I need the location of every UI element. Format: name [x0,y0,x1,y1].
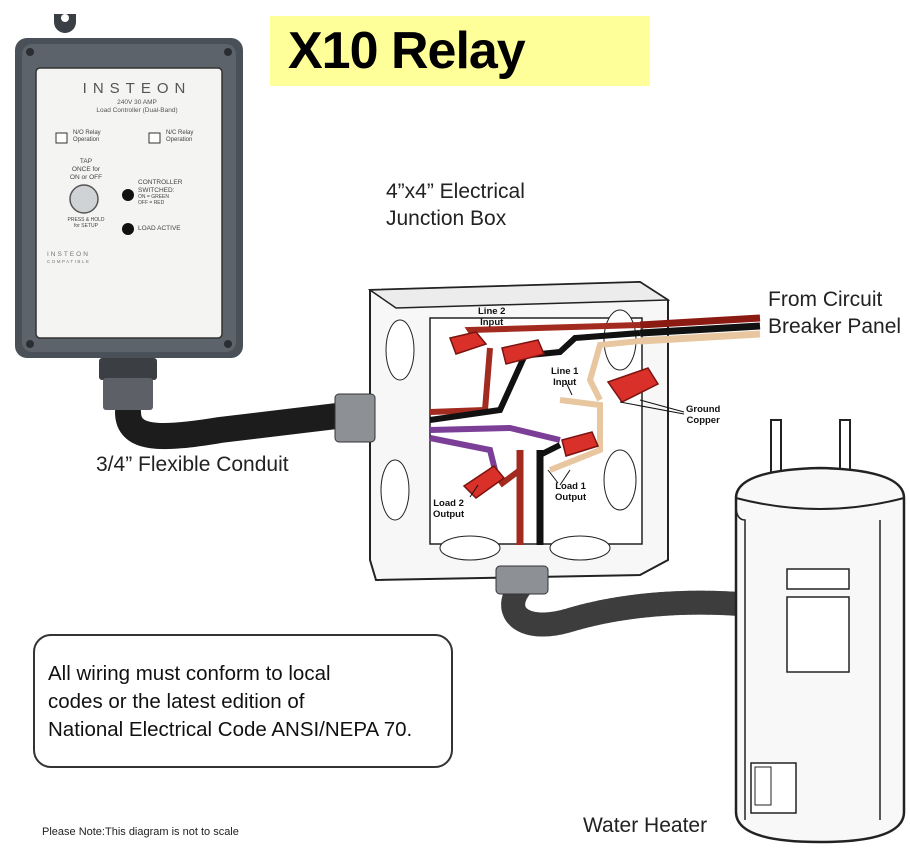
load1-output-tag: Load 1 Output [555,481,586,503]
tag-line: Line 1 [551,366,579,377]
controller-switched-label: CONTROLLER SWITCHED: [138,179,182,195]
water-heater [734,419,906,844]
junction-box-label: 4”x4” Electrical Junction Box [386,178,525,232]
wire-nut-line1 [501,339,546,365]
flexible-conduit-lower [501,573,752,637]
tag-line: Load 2 [433,498,464,509]
ground-copper-tag: Ground Copper [686,404,720,426]
press-hold-instruction: PRESS & HOLD for SETUP [56,217,116,229]
code-note-box: All wiring must conform to local codes o… [33,634,453,768]
relay-line: N/O Relay [73,130,101,136]
switched-color-line: OFF = RED [138,200,165,206]
tap-line: ONCE for [71,166,101,173]
breaker-panel-label: From Circuit Breaker Panel [768,286,901,340]
junction-box-label-line: 4”x4” Electrical [386,180,525,203]
box-wiring [429,314,761,545]
tag-line: Copper [686,415,720,426]
note-line: All wiring must conform to local [48,662,331,685]
switched-color-line: ON = GREEN [138,194,169,200]
tag-line: Ground [686,404,721,415]
switched-line: SWITCHED: [138,187,175,194]
flexible-conduit-upper [115,399,358,450]
compatible-label: COMPATIBLE [47,259,91,264]
switched-line: CONTROLLER [138,179,183,186]
title-banner: X10 Relay [270,16,650,86]
compatible-brand: INSTEON [47,251,90,258]
conduit-label: 3/4” Flexible Conduit [96,453,289,476]
note-line: National Electrical Code ANSI/NEPA 70. [48,718,413,741]
wire-nut-load1 [561,431,600,457]
tap-instruction: TAP ONCE for ON or OFF [58,158,114,182]
load2-output-tag: Load 2 Output [433,498,464,520]
controller-brand: INSTEON [82,80,192,97]
wire-nut-line2 [448,331,488,355]
wire-nut-ground [606,367,660,403]
tag-line: Input [480,317,504,328]
insteon-controller [15,14,243,410]
note-line: codes or the latest edition of [48,690,305,713]
tag-line: Load 1 [555,481,586,492]
no-relay-label: N/O Relay Operation [73,130,101,144]
press-line: for SETUP [74,223,98,229]
tap-line: TAP [79,158,93,165]
relay-line: N/C Relay [166,130,194,136]
controller-spec: 240V 30 AMP Load Controller (Dual-Band) [62,99,212,115]
tag-line: Output [555,492,587,503]
tap-line: ON or OFF [69,174,103,181]
scale-footnote: Please Note:This diagram is not to scale [42,826,239,838]
water-heater-label: Water Heater [583,814,708,837]
relay-line: Operation [73,137,100,143]
spec-line: 240V 30 AMP [117,99,157,106]
line1-input-tag: Line 1 Input [551,366,578,388]
nc-relay-label: N/C Relay Operation [166,130,193,144]
breaker-panel-label-line: From Circuit [768,288,883,311]
tag-line: Line 2 [478,306,506,317]
page-title: X10 Relay [288,22,526,80]
spec-line: Load Controller (Dual-Band) [96,107,178,114]
tag-line: Output [433,509,465,520]
press-line: PRESS & HOLD [67,217,105,223]
tag-line: Input [553,377,577,388]
breaker-panel-label-line: Breaker Panel [768,315,902,338]
junction-box-label-line: Junction Box [386,207,507,230]
switched-colors-label: ON = GREEN OFF = RED [138,194,169,206]
line2-input-tag: Line 2 Input [478,306,505,328]
relay-line: Operation [166,137,193,143]
load-active-label: LOAD ACTIVE [138,225,181,232]
